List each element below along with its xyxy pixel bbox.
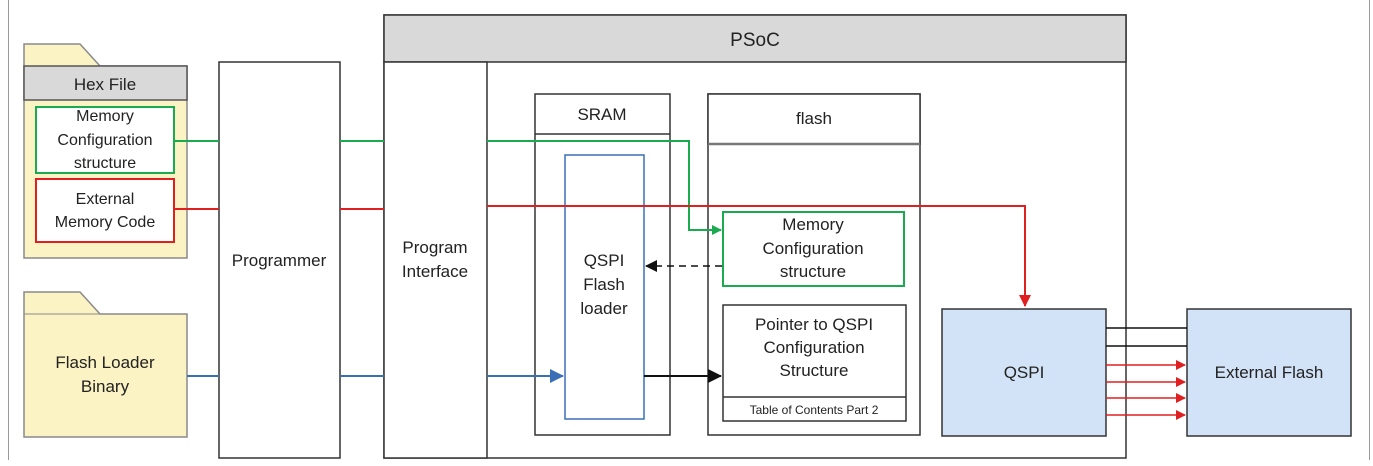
flash-loader-binary-line2: Binary (81, 377, 130, 396)
flash-block: flash Memory Configuration structure Poi… (707, 93, 921, 436)
hex-external-code-line1: External (76, 191, 135, 208)
flash-memory-config-line3: structure (780, 262, 846, 281)
psoc-title: PSoC (730, 30, 780, 51)
flash-title: flash (796, 109, 832, 128)
external-flash-label: External Flash (1215, 363, 1324, 382)
programmer-block: Programmer (218, 61, 341, 459)
hex-memory-config-box (35, 106, 175, 174)
program-interface-line1: Program (402, 238, 467, 257)
program-interface-block: Program Interface (383, 61, 488, 459)
qspi-flash-loader-line1: QSPI (584, 251, 625, 270)
hex-external-code-line2: Memory Code (55, 214, 156, 231)
qspi-flash-loader-line2: Flash (583, 275, 625, 294)
external-flash-block: External Flash (1186, 308, 1352, 437)
green-connection (174, 140, 722, 235)
qspi-block: QSPI (941, 308, 1107, 437)
flash-memory-config-line2: Configuration (762, 239, 863, 258)
toc-label: Table of Contents Part 2 (750, 403, 879, 417)
qspi-flash-loader-box (564, 154, 645, 420)
hex-memory-config-line2: Configuration (57, 132, 152, 149)
pointer-line2: Configuration (763, 338, 864, 357)
qspi-label: QSPI (1004, 363, 1045, 382)
pointer-line1: Pointer to QSPI (755, 315, 873, 334)
flash-loader-binary-line1: Flash Loader (55, 353, 155, 372)
hex-memory-config-line3: structure (74, 155, 136, 172)
qspi-flash-loader-line3: loader (580, 299, 628, 318)
programmer-label: Programmer (232, 251, 327, 270)
hex-external-code-box (35, 178, 175, 243)
pointer-box (722, 304, 907, 422)
pointer-line3: Structure (780, 361, 849, 380)
red-connection (174, 205, 1031, 307)
flash-memory-config-line1: Memory (782, 215, 844, 234)
sram-block: SRAM QSPI Flash loader (534, 93, 671, 436)
flash-memory-config-box (722, 211, 905, 287)
sram-title: SRAM (577, 105, 626, 124)
program-interface-line2: Interface (402, 262, 468, 281)
hex-file-title: Hex File (74, 75, 136, 94)
qspi-bus-lines (1106, 327, 1187, 420)
flash-loader-binary-folder: Flash Loader Binary (23, 291, 188, 438)
hex-file-folder: Hex File Memory Configuration structure … (23, 43, 188, 259)
hex-memory-config-line1: Memory (76, 108, 134, 125)
diagram-frame (8, 0, 1370, 460)
